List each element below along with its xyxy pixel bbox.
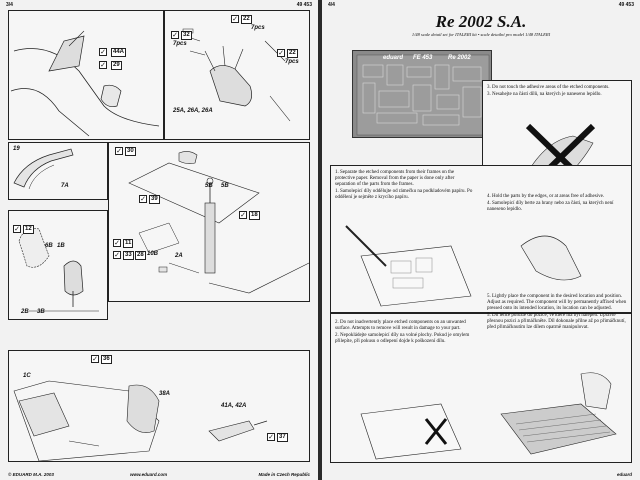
quantity-label: 7pcs (173, 41, 187, 47)
step-2-czech: 2. Nepokládejte samolepicí díly na volné… (335, 333, 470, 344)
quantity-label: 7pcs (285, 59, 299, 65)
sill-drawing (10, 30, 160, 137)
footer-copyright: © EDUARD M.A. 2003 (8, 472, 54, 477)
parts-group-label: 25A, 26A, 26A (173, 108, 213, 114)
check-box[interactable]: ✓ (139, 195, 147, 203)
check-box[interactable]: ✓ (115, 147, 123, 155)
step-5-czech: 5. Díl lehce položte do pozice, ve které… (487, 313, 626, 330)
footer-brand: eduard (616, 472, 632, 477)
seat-belt-drawing (182, 28, 291, 122)
left-instruction-page: 3/4 49 453 ✓ 44A ✓ 29 ✓ 22 7pcs ✓ 32 7pc… (0, 0, 318, 480)
left-page-number: 3/4 (6, 2, 13, 8)
assembly-panel-cockpit: ✓ 30 ✓ 39 5B 5B ✓ 18 ✓ 11 ✓ 33 28 10B 2A (108, 142, 310, 302)
cockpit-drawing (128, 151, 310, 294)
part-label-22: 22 (241, 15, 252, 24)
check-box[interactable]: ✓ (239, 211, 247, 219)
part-label-30: 30 (125, 147, 136, 156)
check-box[interactable]: ✓ (277, 49, 285, 57)
page-gutter (318, 0, 322, 480)
instruction-steps-1-and-4: 1. Separate the etched components from t… (330, 165, 632, 313)
footer-url: www.eduard.com (130, 472, 168, 477)
part-label-1c: 1C (23, 373, 31, 379)
assembly-panel-seat: ✓ 12 6B 1B 2B 3B (8, 210, 108, 320)
fret-code: FE 453 (413, 55, 433, 61)
instruction-steps-2-and-5: 2. Do not inadvertently place etched com… (330, 294, 632, 463)
step-1-czech: 1. Samolepicí díly oddělujte od rámečku … (335, 189, 473, 200)
part-label-18: 18 (249, 211, 260, 220)
check-box[interactable]: ✓ (171, 31, 179, 39)
part-label-10b: 10B (147, 251, 159, 257)
check-box[interactable]: ✓ (113, 239, 121, 247)
placement-illustration (360, 372, 617, 460)
parts-group-label-41a-42a: 41A, 42A (221, 403, 247, 409)
part-label-28: 28 (135, 251, 146, 260)
page-subtitle: 1/48 scale detail set for ITALERI kit • … (411, 32, 551, 37)
page-title: Re 2002 S.A. (435, 12, 527, 31)
assembly-panel-cockpit-sill: ✓ 44A ✓ 29 (8, 10, 164, 140)
part-label-11: 11 (123, 239, 134, 248)
fret-brand: eduard (383, 55, 404, 61)
check-box[interactable]: ✓ (231, 15, 239, 23)
check-box[interactable]: ✓ (267, 433, 275, 441)
part-label-39: 39 (149, 195, 160, 204)
check-box[interactable]: ✓ (91, 355, 99, 363)
footer-made-in: Made in Czech Republic (258, 472, 310, 477)
part-label-7a: 7A (61, 183, 69, 189)
separation-illustration (345, 225, 582, 307)
assembly-panel-seat-belts: ✓ 22 7pcs ✓ 32 7pcs ✓ 22 7pcs 25A, 26A, … (164, 10, 310, 140)
check-box[interactable]: ✓ (99, 48, 107, 56)
assembly-panel-canopy: ✓ 36 1C 38A 41A, 42A ✓ 37 (8, 350, 310, 462)
check-box[interactable]: ✓ (13, 225, 21, 233)
canopy-drawing (13, 380, 268, 462)
part-label-36: 36 (101, 355, 112, 364)
part-label-33: 33 (123, 251, 134, 260)
part-label-12: 12 (23, 225, 34, 234)
step-2-english: 2. Do not inadvertently place etched com… (335, 320, 466, 331)
part-label-5b: 5B (205, 183, 213, 189)
step-4-czech: 4. Samolepicí díly berte za hrany nebo z… (487, 201, 614, 212)
quantity-label: 7pcs (251, 25, 265, 31)
part-label-29: 29 (111, 61, 122, 70)
part-label-3b: 3B (37, 309, 45, 315)
check-box[interactable]: ✓ (113, 251, 121, 259)
step-3-czech: 3. Nesahejte na části dílů, na kterých j… (487, 92, 602, 97)
fret-name: Re 2002 (448, 55, 471, 61)
step-3-english: 3. Do not touch the adhesive areas of th… (487, 85, 610, 90)
part-label-44a: 44A (111, 48, 127, 57)
part-label-2a: 2A (175, 253, 183, 259)
part-label-6b: 6B (45, 243, 53, 249)
etched-fret-image: eduard FE 453 Re 2002 (352, 50, 492, 138)
part-7a-drawing (13, 148, 74, 190)
part-label-32: 32 (181, 31, 192, 40)
part-label-22-second: 22 (287, 49, 298, 58)
step-5-english: 5. Lightly place the component in the de… (487, 294, 627, 311)
part-label-37: 37 (277, 433, 288, 442)
part-label-5b-second: 5B (221, 183, 229, 189)
right-instruction-page: 4/4 49 453 Re 2002 S.A. 1/48 scale detai… (322, 0, 640, 480)
check-box[interactable]: ✓ (99, 61, 107, 69)
part-label-2b: 2B (21, 309, 29, 315)
left-page-code: 49 453 (296, 2, 312, 8)
assembly-panel-7a: 19 7A (8, 142, 108, 200)
part-label-38a: 38A (159, 391, 171, 397)
right-page-number: 4/4 (328, 2, 335, 8)
step-number: 19 (13, 146, 20, 152)
part-label-1b: 1B (57, 243, 65, 249)
step-4-english: 4. Hold the parts by the edges, or at ar… (487, 194, 605, 199)
right-page-code: 49 453 (618, 2, 634, 8)
fret-pattern (356, 54, 490, 136)
step-1-english: 1. Separate the etched components from t… (335, 170, 455, 187)
